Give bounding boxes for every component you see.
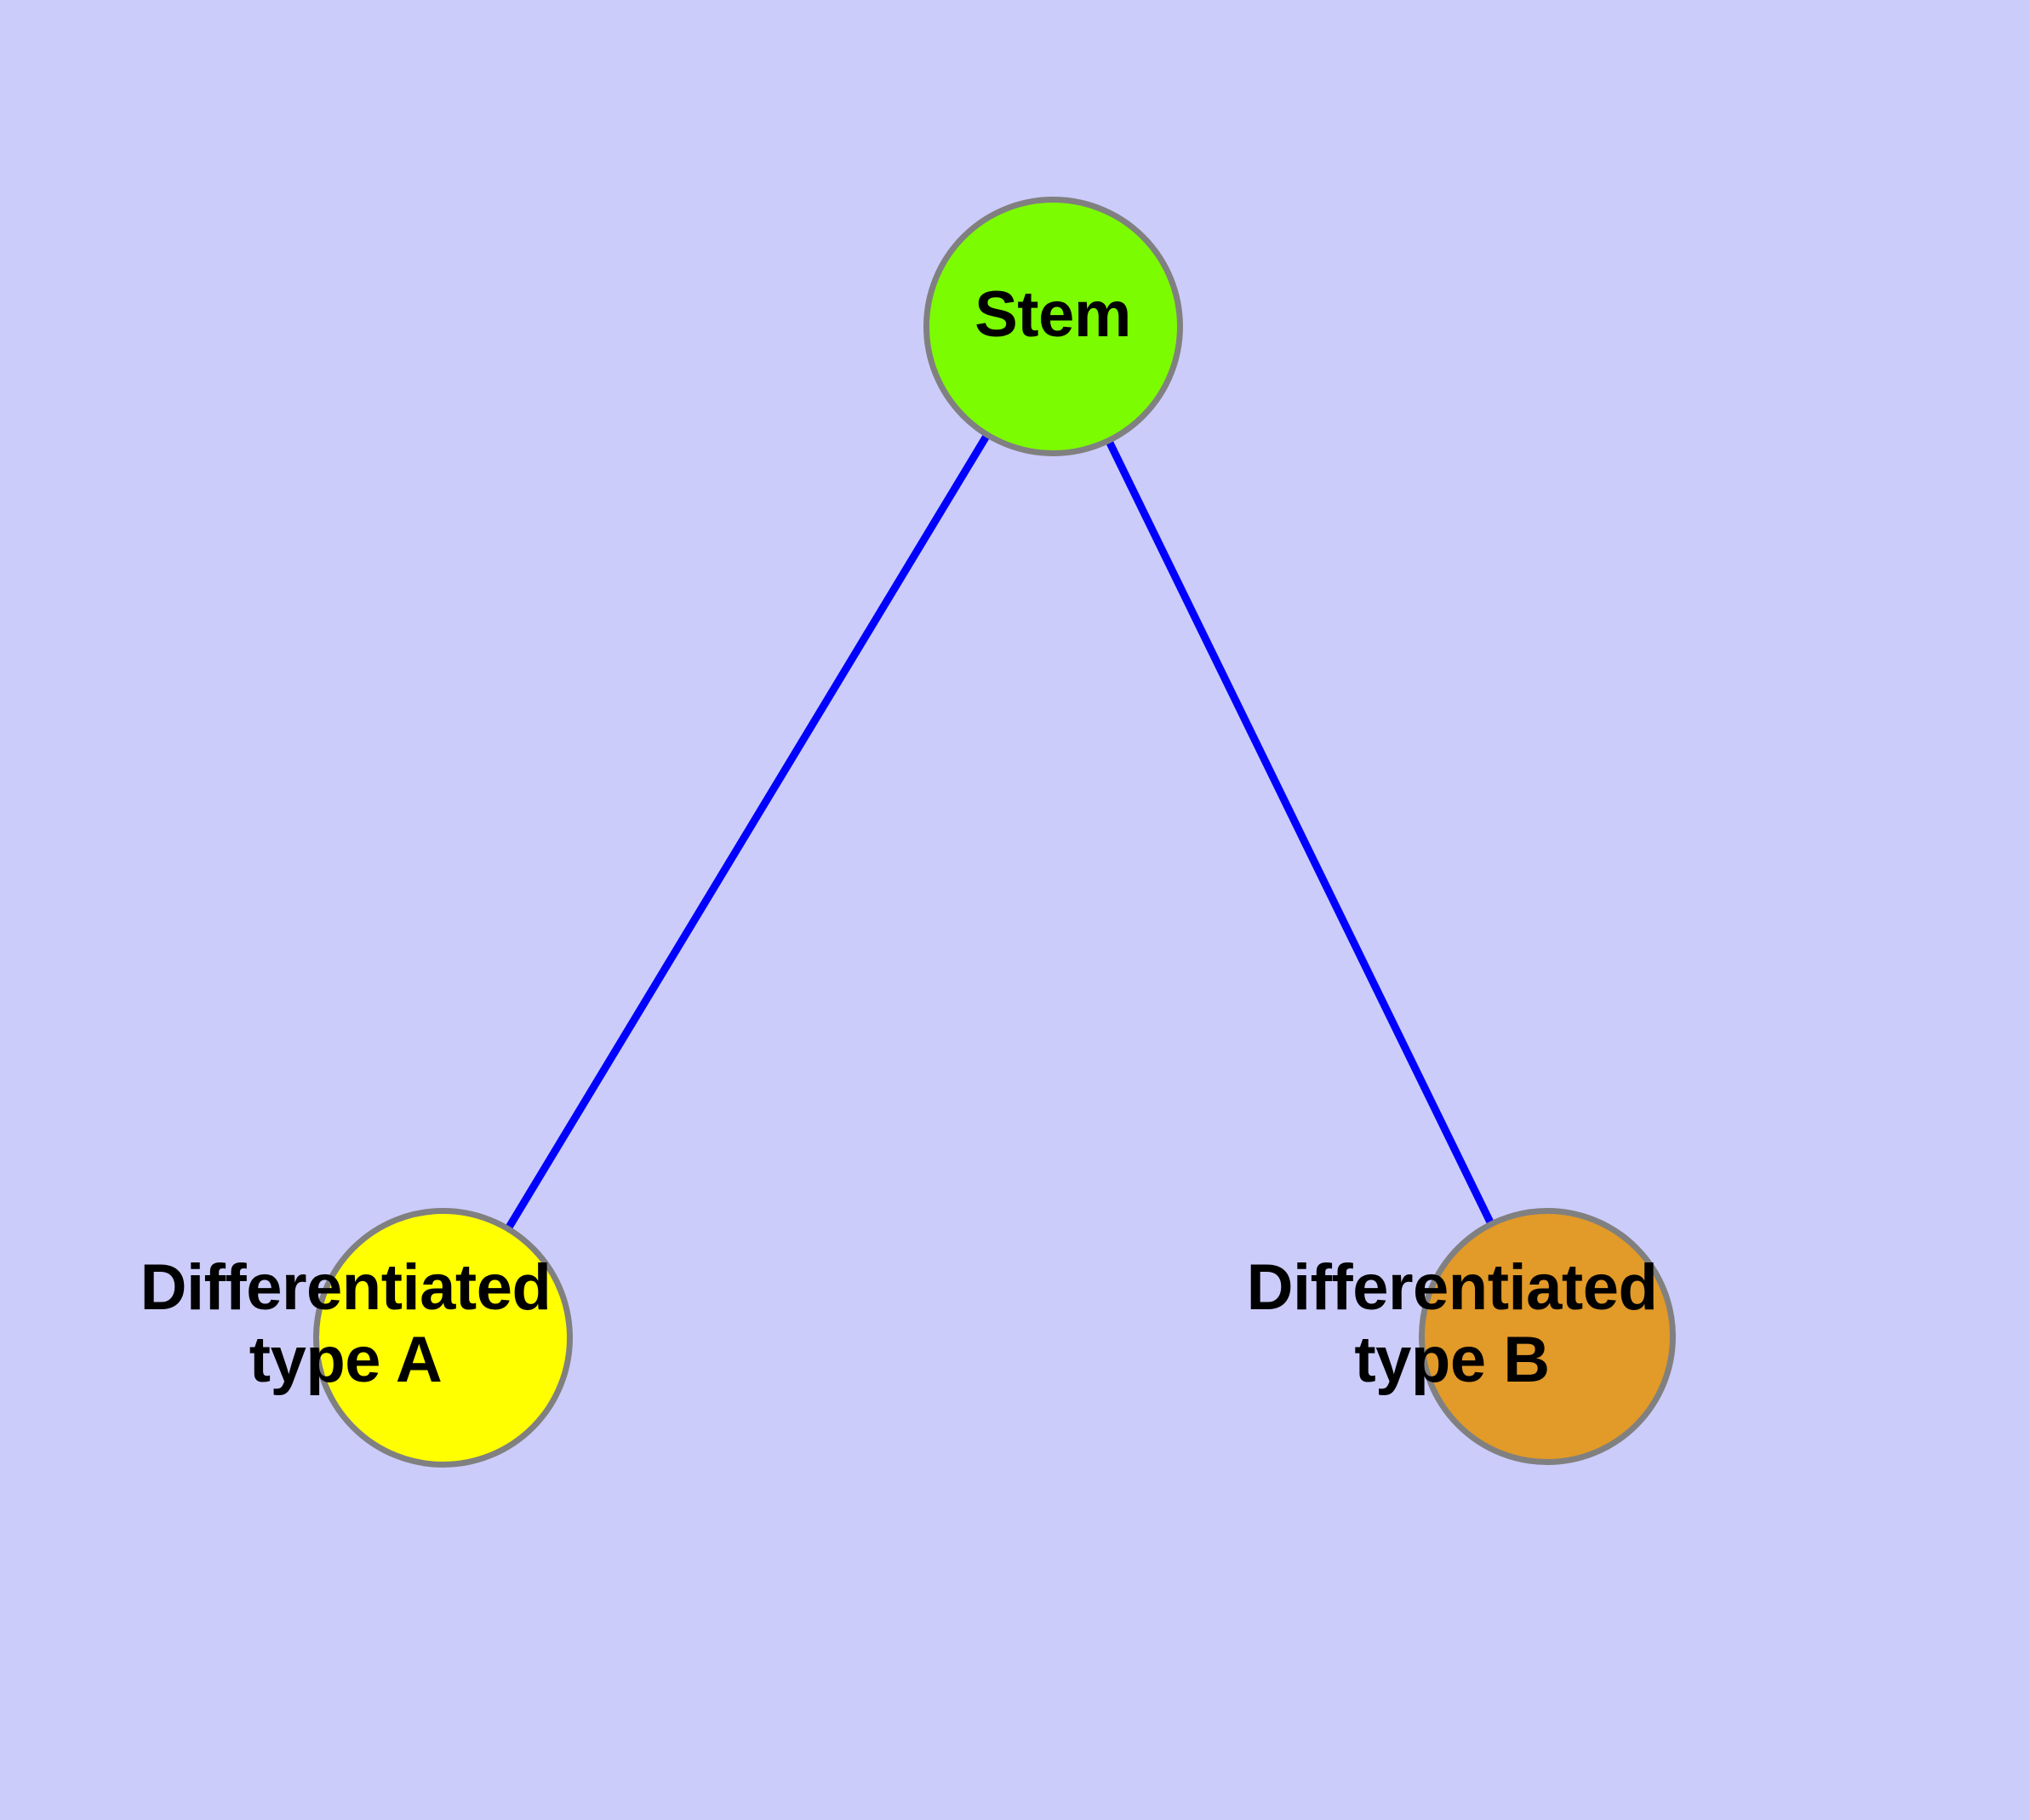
node-differentiated-type-a[interactable] xyxy=(313,1208,573,1468)
edge-stem-to-type-b[interactable] xyxy=(1049,324,1551,1339)
edge-stem-to-type-a[interactable] xyxy=(439,323,1056,1340)
node-stem[interactable] xyxy=(923,197,1183,456)
node-differentiated-type-b[interactable] xyxy=(1419,1208,1676,1465)
